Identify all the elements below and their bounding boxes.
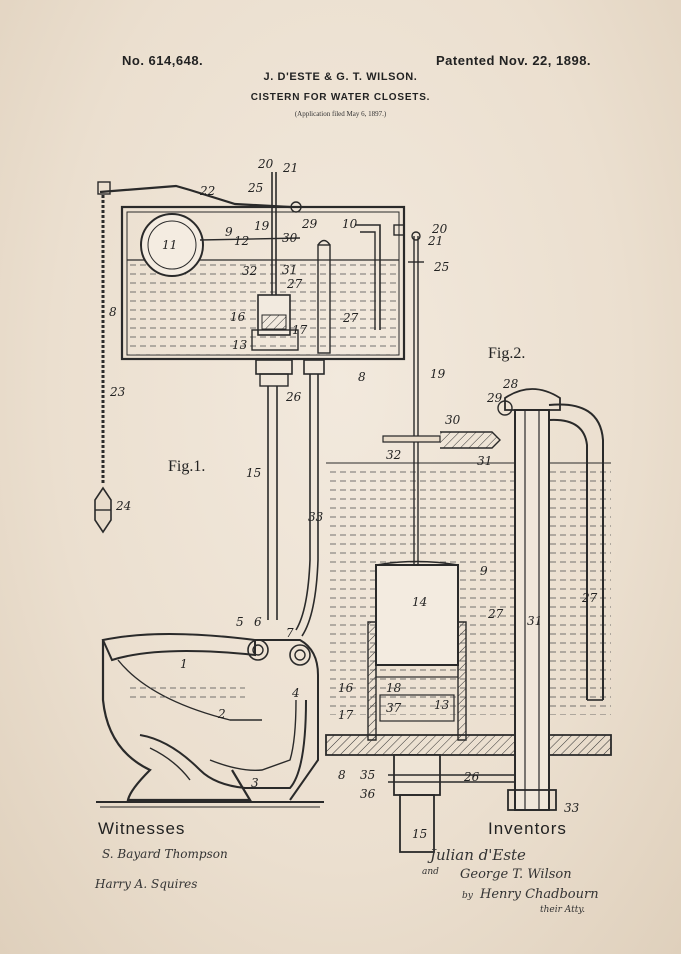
ref-label: 16 (338, 681, 354, 695)
ref-label: 19 (254, 219, 270, 233)
patent-title: CISTERN FOR WATER CLOSETS. (250, 92, 431, 103)
ref-label: 30 (282, 231, 298, 245)
ref-label: 25 (247, 181, 263, 195)
fig1-toilet-bowl (96, 633, 324, 808)
ref-label: 13 (232, 338, 248, 352)
ref-label: 17 (292, 323, 308, 337)
ref-label: 9 (225, 225, 233, 239)
ref-label: 33 (564, 801, 580, 815)
ref-label: 30 (445, 413, 461, 427)
ref-label: 21 (427, 234, 443, 248)
ref-label: 6 (254, 615, 262, 629)
ref-label: 31 (527, 614, 542, 628)
ref-label: 21 (282, 161, 298, 175)
ref-label: 23 (109, 385, 126, 399)
ref-label: 32 (242, 264, 257, 278)
ref-label: 31 (282, 263, 297, 277)
ref-label: 7 (286, 626, 294, 640)
fig2-caption: Fig.2. (488, 345, 525, 362)
ref-label: 24 (115, 499, 131, 513)
ref-label: 20 (257, 157, 274, 171)
ref-label: 27 (286, 277, 303, 291)
attorney-suffix: their Atty. (540, 905, 585, 915)
ref-label: 25 (433, 260, 449, 274)
inventor-signature-2: George T. Wilson (460, 867, 572, 882)
ref-label: 15 (246, 466, 261, 480)
inventors-block: Inventors Julian d'Este and George T. Wi… (422, 819, 599, 915)
ref-label: 1 (180, 657, 188, 671)
ref-label: 11 (162, 238, 177, 252)
ref-label: 3 (251, 776, 259, 790)
patent-number: No. 614,648. (122, 53, 204, 68)
ref-label: 35 (360, 768, 375, 782)
ref-label: 26 (463, 770, 480, 784)
witness-signature-1: S. Bayard Thompson (102, 847, 228, 861)
patent-date: Patented Nov. 22, 1898. (436, 53, 592, 68)
ref-label: 8 (358, 370, 366, 384)
by-text: by (462, 891, 474, 901)
ref-label: 37 (386, 701, 402, 715)
ref-label: 27 (581, 591, 598, 605)
inventor-names: J. D'ESTE & G. T. WILSON. (263, 71, 418, 83)
witness-signature-2: Harry A. Squires (94, 877, 197, 891)
ref-label: 5 (236, 615, 244, 629)
ref-label: 26 (285, 390, 302, 404)
ref-label: 13 (434, 698, 450, 712)
ref-label: 14 (412, 595, 427, 609)
ref-label: 4 (291, 686, 300, 700)
fig2-flush-valve (325, 231, 612, 853)
ref-label: 36 (360, 787, 376, 801)
ref-label: 22 (199, 184, 215, 198)
ref-label: 8 (109, 305, 117, 319)
ref-label: 33 (308, 510, 324, 524)
fig2-reference-numerals: 20 21 25 19 28 29 30 32 31 9 14 27 31 27… (338, 222, 598, 841)
inventors-heading: Inventors (488, 819, 567, 838)
ref-label: 20 (431, 222, 448, 236)
ref-label: 16 (230, 310, 246, 324)
application-date: (Application filed May 6, 1897.) (294, 110, 387, 118)
fig1-reference-numerals: 20 21 22 25 19 9 12 11 29 10 30 32 31 27… (109, 157, 366, 790)
inventor-signature-1: Julian d'Este (427, 846, 526, 864)
ref-label: 28 (502, 377, 519, 391)
ref-label: 17 (338, 708, 354, 722)
attorney-signature: Henry Chadbourn (479, 887, 599, 902)
fig1-caption: Fig.1. (168, 458, 205, 475)
ref-label: 31 (477, 454, 492, 468)
fig1-cistern (94, 172, 406, 637)
ref-label: 32 (386, 448, 401, 462)
ref-label: 27 (342, 311, 359, 325)
ref-label: 19 (430, 367, 446, 381)
ref-label: 12 (234, 234, 249, 248)
and-text: and (422, 867, 439, 877)
witnesses-block: Witnesses S. Bayard Thompson Harry A. Sq… (94, 819, 228, 891)
ref-label: 10 (342, 217, 358, 231)
ref-label: 8 (338, 768, 346, 782)
ref-label: 2 (217, 707, 226, 721)
ref-label: 29 (301, 217, 318, 231)
ref-label: 29 (486, 391, 503, 405)
ref-label: 9 (480, 564, 488, 578)
ref-label: 15 (412, 827, 427, 841)
ref-label: 27 (487, 607, 504, 621)
ref-label: 18 (386, 681, 402, 695)
witnesses-heading: Witnesses (98, 819, 185, 838)
